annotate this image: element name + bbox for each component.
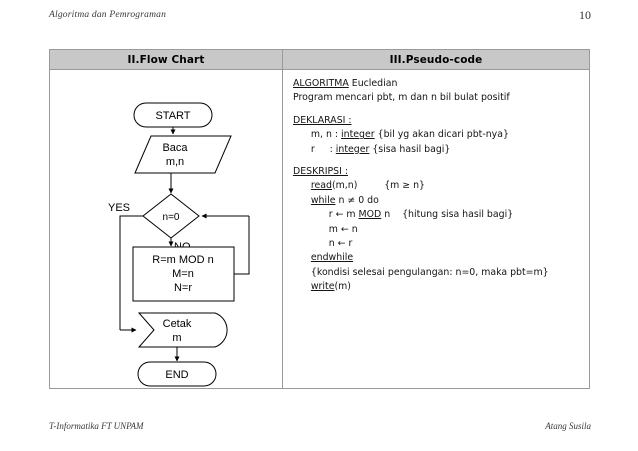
pseudocode-keyword: DESKRIPSI : xyxy=(293,166,349,178)
pseudocode-text: m ← n xyxy=(293,223,358,235)
pseudocode-text: {bil yg akan dicari pbt-nya} xyxy=(374,129,509,141)
pseudocode-line: DESKRIPSI : xyxy=(293,165,581,179)
content-table: II.Flow Chart III.Pseudo-code START xyxy=(49,49,590,389)
flow-node-end-label: END xyxy=(165,369,188,381)
pseudocode-line: n ← r xyxy=(293,237,581,251)
flow-node-baca: Baca m,n xyxy=(134,135,232,174)
pseudocode-keyword: MOD xyxy=(358,209,382,221)
pseudocode-keyword: integer xyxy=(341,129,375,141)
pseudocode-keyword: ALGORITMA xyxy=(293,78,349,89)
page-footer-right: Atang Susila xyxy=(545,421,591,431)
column-header-pseudocode: III.Pseudo-code xyxy=(389,53,483,66)
flow-node-start-label: START xyxy=(155,110,190,122)
flow-node-baca-label-1: Baca xyxy=(162,142,188,154)
pseudocode-line: read(m,n) {m ≥ n} xyxy=(293,179,581,193)
flow-node-decision: n=0 xyxy=(142,193,200,239)
flow-node-end: END xyxy=(137,361,217,387)
pseudocode-text: r : xyxy=(293,143,336,155)
flow-node-process: R=m MOD n M=n N=r xyxy=(132,246,235,302)
pseudocode-line: write(m) xyxy=(293,280,581,294)
flow-node-start: START xyxy=(133,102,213,128)
flow-node-process-label-3: N=r xyxy=(174,282,192,294)
pseudocode-text xyxy=(293,252,311,263)
page-footer-left: T-Informatika FT UNPAM xyxy=(49,421,144,431)
flow-edge-yes-path xyxy=(119,215,143,330)
flow-edge-label-yes: YES xyxy=(108,202,130,214)
pseudocode-text xyxy=(293,180,311,191)
table-body-row: START Baca m,n n=0 xyxy=(50,70,589,389)
flowchart-cell: START Baca m,n n=0 xyxy=(50,70,283,389)
pseudocode-text: Program mencari pbt, m dan n bil bulat p… xyxy=(293,92,510,104)
pseudocode-keyword: read xyxy=(310,180,333,192)
pseudocode-line: DEKLARASI : xyxy=(293,114,581,128)
pseudocode-line: m, n : integer {bil yg akan dicari pbt-n… xyxy=(293,128,581,142)
flow-node-process-label-1: R=m MOD n xyxy=(152,254,213,266)
page-header-left: Algoritma dan Pemrograman xyxy=(49,10,167,20)
pseudocode-text: {kondisi selesai pengulangan: n=0, maka … xyxy=(293,266,549,278)
pseudocode-line: r : integer {sisa hasil bagi} xyxy=(293,143,581,157)
pseudocode-line: r ← m MOD n {hitung sisa hasil bagi} xyxy=(293,208,581,222)
flow-node-cetak: Cetak m xyxy=(137,312,228,348)
pseudocode-line: endwhile xyxy=(293,251,581,265)
pseudocode-text: Eucledian xyxy=(348,78,398,89)
pseudocode-keyword: integer xyxy=(335,143,370,155)
pseudocode-keyword: write xyxy=(310,281,335,293)
pseudocode-text: (m,n) {m ≥ n} xyxy=(332,180,426,192)
pseudocode-text xyxy=(293,281,311,292)
table-header-row: II.Flow Chart III.Pseudo-code xyxy=(50,50,589,70)
pseudocode-text: {sisa hasil bagi} xyxy=(369,143,451,155)
flowchart-diagram: START Baca m,n n=0 xyxy=(108,102,250,387)
pseudocode-keyword: DEKLARASI : xyxy=(293,114,352,126)
pseudocode-line: ALGORITMA Eucledian xyxy=(293,77,581,91)
pseudocode-line: {kondisi selesai pengulangan: n=0, maka … xyxy=(293,266,581,280)
flow-node-baca-label-2: m,n xyxy=(166,156,184,168)
pseudocode-text: m, n : xyxy=(293,129,342,141)
pseudocode-text: r ← m xyxy=(293,209,359,221)
pseudocode-line: Program mencari pbt, m dan n bil bulat p… xyxy=(293,91,581,105)
flow-edge-loopback-path xyxy=(234,216,250,275)
page-number: 10 xyxy=(579,8,591,22)
pseudocode-text: (m) xyxy=(334,281,351,293)
pseudocode-keyword: while xyxy=(310,194,336,206)
flow-node-decision-label: n=0 xyxy=(163,212,180,223)
pseudocode-text: n {hitung sisa hasil bagi} xyxy=(381,209,514,221)
pseudocode-line: m ← n xyxy=(293,223,581,237)
flow-node-cetak-label-1: Cetak xyxy=(163,318,192,330)
pseudocode-text: n ← r xyxy=(293,238,353,250)
pseudocode-text: n ≠ 0 do xyxy=(335,194,379,206)
pseudocode-text xyxy=(293,195,311,206)
column-header-flowchart: II.Flow Chart xyxy=(50,50,283,69)
pseudocode-keyword: endwhile xyxy=(310,252,354,264)
pseudocode-line: while n ≠ 0 do xyxy=(293,194,581,208)
pseudocode-blank-line xyxy=(293,157,581,165)
flow-node-process-label-2: M=n xyxy=(172,268,194,280)
pseudocode-blank-line xyxy=(293,106,581,114)
flow-node-cetak-label-2: m xyxy=(172,332,181,344)
